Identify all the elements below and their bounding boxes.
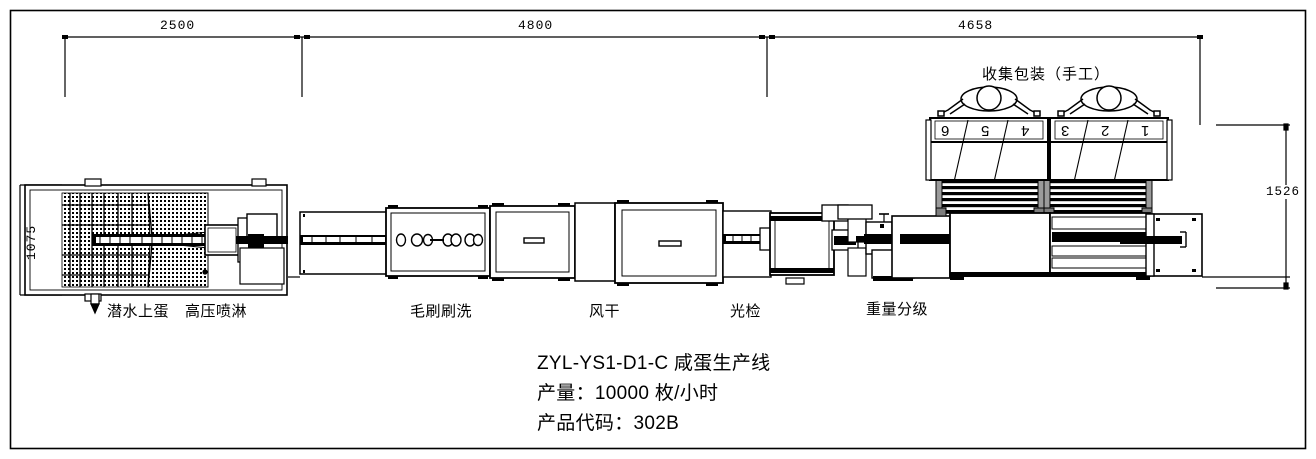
station-submerge-loading <box>24 178 288 315</box>
lane-number-1: 1 <box>1141 122 1150 139</box>
dimension-line-right <box>1216 123 1290 290</box>
station-collection-packing <box>925 117 1290 280</box>
station-label-submerge-loading: 潜水上蛋 <box>107 303 170 320</box>
lane-number-5: 5 <box>981 122 990 139</box>
operator-figure-2 <box>1057 85 1161 117</box>
station-air-dry <box>489 200 724 286</box>
title-product-code-line: 产品代码：302B <box>537 413 680 434</box>
station-transfer-conveyor-1 <box>299 211 389 275</box>
dimension-value-4658: 4658 <box>958 18 994 33</box>
title-capacity-line: 产量：10000 枚/小时 <box>537 383 719 404</box>
operator-figure-1 <box>937 85 1041 117</box>
lane-number-3: 3 <box>1061 122 1070 139</box>
lane-number-4: 4 <box>1021 122 1030 139</box>
sheet-border <box>9 9 1307 450</box>
dimension-value-4800: 4800 <box>518 18 554 33</box>
packing-area-label: 收集包装（手工） <box>982 66 1111 83</box>
dimension-value-2500: 2500 <box>160 18 196 33</box>
dimension-line-horizontal <box>64 36 1201 125</box>
loading-point-marker <box>90 293 100 315</box>
station-label-brush-wash: 毛刷刷洗 <box>410 303 473 320</box>
station-brush-wash <box>385 205 491 279</box>
title-model-line: ZYL-YS1-D1-C 咸蛋生产线 <box>537 353 771 374</box>
station-label-light-inspection: 光检 <box>730 303 762 320</box>
dimension-value-1075: 1075 <box>24 224 39 260</box>
station-label-air-dry: 风干 <box>589 303 621 320</box>
lane-number-2: 2 <box>1101 122 1110 139</box>
station-weight-grading <box>837 204 952 281</box>
lane-table-right <box>1049 117 1173 181</box>
lane-table-left <box>925 117 1049 181</box>
station-label-weight-grading: 重量分级 <box>866 301 929 318</box>
lane-number-6: 6 <box>941 122 950 139</box>
station-label-high-pressure-spray: 高压喷淋 <box>185 303 248 320</box>
dimension-value-1526: 1526 <box>1266 185 1301 199</box>
